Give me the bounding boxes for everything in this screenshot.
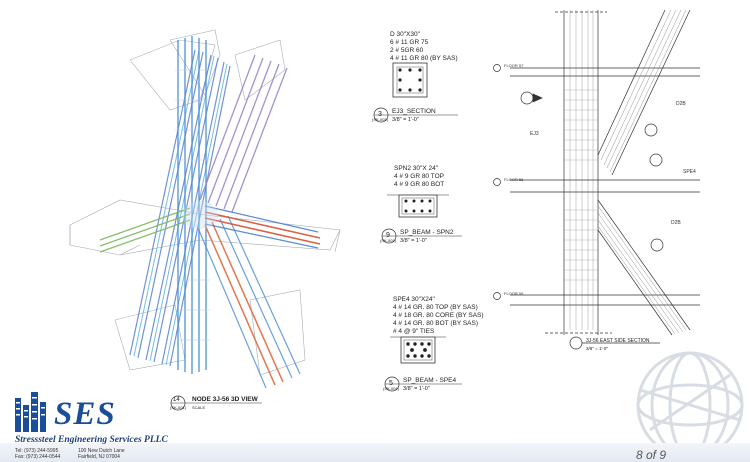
ej3-scale: 3/8" = 1'-0" xyxy=(392,117,419,123)
footer-band xyxy=(0,443,750,462)
spe4-sheet-ref: (SK-001) xyxy=(383,386,400,391)
ej3-spec-line: D 30"X30" xyxy=(390,31,420,38)
view-3d-title: NODE 3J-56 3D VIEW xyxy=(192,396,258,403)
spe4-title: SP_BEAM - SPE4 xyxy=(403,377,457,384)
company-name: Stresssteel Engineering Services PLLC xyxy=(15,435,168,445)
elevation-label: D2B xyxy=(676,101,686,107)
spn2-section-detail xyxy=(381,194,462,244)
spn2-spec-line: 4 # 9 GR 80 TOP xyxy=(394,173,444,180)
company-tel: Tel: (973) 244-5995 xyxy=(15,448,59,454)
view-3d-sheet-ref: (SK-001) xyxy=(170,405,187,410)
elevation-label: D2B xyxy=(671,220,681,226)
view-3d-number: 14 xyxy=(173,397,180,403)
spn2-number: 9 xyxy=(386,232,390,239)
spe4-spec-line: SPE4 30"X24" xyxy=(393,296,435,303)
spe4-spec-line: 4 # 14 GR. 80 TOP (BY SAS) xyxy=(393,304,478,311)
ej3-spec-line: 4 # 11 GR 80 (BY SAS) xyxy=(390,55,458,62)
elevation-label: EJ3 xyxy=(530,131,539,137)
spe4-number: 5 xyxy=(389,380,393,387)
ej3-spec-line: 6 # 11 GR 75 xyxy=(390,39,429,46)
floor-level-label: FLOOR 57 xyxy=(504,63,524,68)
ses-logo-graphic xyxy=(15,392,46,432)
elevation-scale: 3/8" = 1'-0" xyxy=(586,346,608,351)
east-side-elevation xyxy=(493,9,700,350)
spn2-title: SP_BEAM - SPN2 xyxy=(400,229,454,236)
elevation-label: SPE4 xyxy=(683,169,696,175)
ej3-sheet-ref: (SK-001) xyxy=(372,117,389,122)
elevation-title: 3J-56 EAST SIDE SECTION xyxy=(586,338,650,344)
spn2-sheet-ref: (SK-001) xyxy=(380,238,397,243)
page-number: 8 of 9 xyxy=(635,448,666,462)
view-3d-title-block xyxy=(170,395,262,411)
spe4-spec-line: 4 # 14 GR. 80 BOT (BY SAS) xyxy=(393,320,479,327)
ej3-section-detail xyxy=(373,62,458,123)
ej3-number: 3 xyxy=(378,111,382,118)
spn2-spec-line: 4 # 9 GR 80 BOT xyxy=(394,181,445,188)
company-address-2: Fairfield, NJ 07004 xyxy=(78,454,120,460)
ej3-title: EJ3_SECTION xyxy=(392,108,436,115)
company-fax: Fax: (973) 244-0544 xyxy=(15,454,61,460)
floor-level-label: FLOOR 56 xyxy=(504,177,524,182)
ses-logo-text: SES xyxy=(54,396,116,432)
ej3-spec-line: 2 # 5GR 60 xyxy=(390,47,424,54)
spn2-spec-line: SPN2 30"X 24" xyxy=(394,165,439,172)
spe4-spec-line: 4 # 18 GR. 80 CORE (BY SAS) xyxy=(393,312,484,319)
globe-illustration xyxy=(636,351,744,459)
floor-level-label: FLOOR 55 xyxy=(504,291,524,296)
company-address-1: 100 New Dutch Lane xyxy=(78,448,125,454)
spe4-section-detail xyxy=(384,336,462,392)
spe4-spec-line: # 4 @ 9" TIES xyxy=(393,328,435,335)
node-3d-view xyxy=(69,29,341,389)
spn2-scale: 3/8" = 1'-0" xyxy=(400,238,427,244)
spe4-scale: 3/8" = 1'-0" xyxy=(403,386,430,392)
view-3d-scale: SCALE xyxy=(192,405,206,410)
